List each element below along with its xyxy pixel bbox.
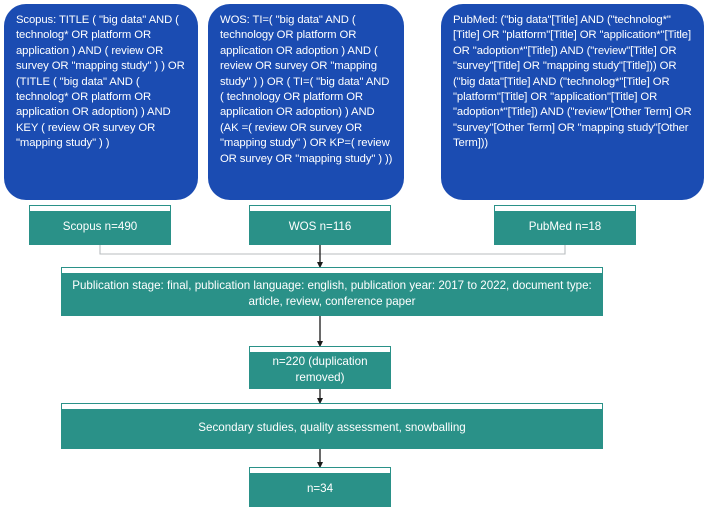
result-box-pubmed-count: PubMed n=18 <box>495 206 635 244</box>
stage-box-secondary-studies: Secondary studies, quality assessment, s… <box>62 404 602 448</box>
result-box-scopus-count: Scopus n=490 <box>30 206 170 244</box>
query-box-pubmed: PubMed: ("big data"[Title] AND ("technol… <box>441 4 704 200</box>
connector-scopus-to-filters <box>99 244 320 255</box>
query-box-wos: WOS: TI=( "big data" AND ( technology OR… <box>208 4 404 200</box>
stage-box-final-count: n=34 <box>250 468 390 506</box>
connector-pubmed-to-filters <box>320 244 566 255</box>
query-box-scopus: Scopus: TITLE ( "big data" AND ( technol… <box>4 4 198 200</box>
stage-box-deduplication: n=220 (duplication removed) <box>250 347 390 388</box>
stage-box-filters: Publication stage: final, publication la… <box>62 268 602 315</box>
result-box-wos-count: WOS n=116 <box>250 206 390 244</box>
